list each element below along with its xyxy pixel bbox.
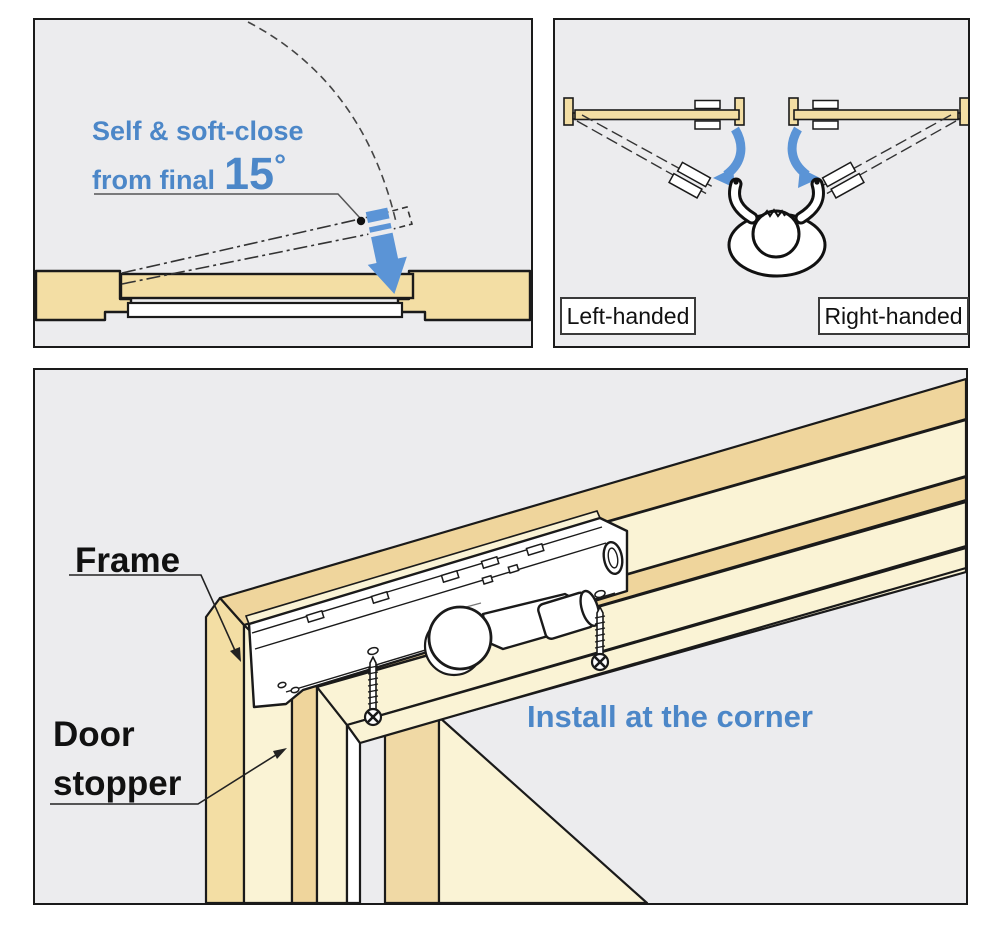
hair-strokes (762, 208, 786, 218)
swing-arrow-left-icon (723, 126, 746, 179)
door-point-dot (356, 216, 366, 226)
caption-leader-line (94, 193, 361, 219)
right-handed-door-group (787, 97, 968, 199)
cam-roller (427, 605, 493, 671)
handedness-graphic (563, 97, 968, 278)
frame-label: Frame (75, 541, 181, 580)
frame-leader-arrow (69, 574, 241, 662)
head-frame-inner-face (315, 500, 966, 727)
left-handed-label: Left-handed (560, 297, 696, 335)
jamb-casing (204, 596, 246, 903)
door-stopper-label: Door stopper (53, 710, 181, 808)
door-edge-face (383, 715, 441, 903)
open-door-outline (576, 114, 714, 195)
closer-end-bracket-holes (277, 681, 300, 694)
install-graphic (50, 377, 966, 903)
door-front-face (437, 715, 649, 903)
door-stopper-line1: Door (53, 715, 135, 754)
right-handed-label: Right-handed (818, 297, 969, 335)
jamb-door-stopper-strip (290, 669, 319, 903)
screw-hole-front (367, 646, 379, 656)
swing-arrow-right-head (798, 168, 820, 188)
door-swing-arc (247, 21, 397, 223)
door-stopper-line2: stopper (53, 764, 182, 803)
soft-close-arrow-icon (365, 207, 407, 295)
swing-arrow-right-icon (787, 126, 810, 179)
door-closer-plan-icon (812, 99, 839, 130)
caption-line1: Self & soft-close (92, 116, 304, 146)
person-top-view-icon (727, 177, 827, 278)
door-stop-strip (126, 301, 404, 319)
mounting-screw-rear (590, 605, 610, 672)
door-closed-plan (119, 272, 415, 300)
degree-symbol: ° (274, 149, 287, 183)
handedness-diagram-panel: Left-handed Right-handed (553, 18, 970, 348)
head-frame-top-face (218, 377, 966, 627)
door-stopper-leader-arrow (50, 748, 287, 805)
open-door-outline (819, 114, 957, 195)
head-frame-soffit (345, 546, 966, 745)
self-close-diagram-panel: Self & soft-close from final 15 ° (33, 18, 533, 348)
caption-line2-prefix: from final (92, 165, 216, 196)
mounting-screw-front (363, 655, 383, 727)
screw-hole-rear (594, 589, 606, 599)
self-close-graphic (35, 21, 531, 322)
jamb-reveal-strip (345, 723, 362, 903)
install-diagram-panel: Frame Door stopper Install at the corner (33, 368, 968, 905)
left-handed-door-group (563, 97, 746, 199)
self-close-caption: Self & soft-close from final 15 ° (92, 116, 304, 200)
angle-value: 15 (224, 148, 275, 200)
damper-bore (602, 540, 624, 576)
caption-line2: from final 15 ° (92, 148, 304, 200)
door-closer-mechanism (247, 516, 629, 709)
swing-arrow-left-head (713, 168, 735, 188)
install-caption: Install at the corner (527, 699, 813, 734)
door-closer-plan-icon (694, 99, 721, 130)
damper-cylinder (537, 589, 601, 640)
